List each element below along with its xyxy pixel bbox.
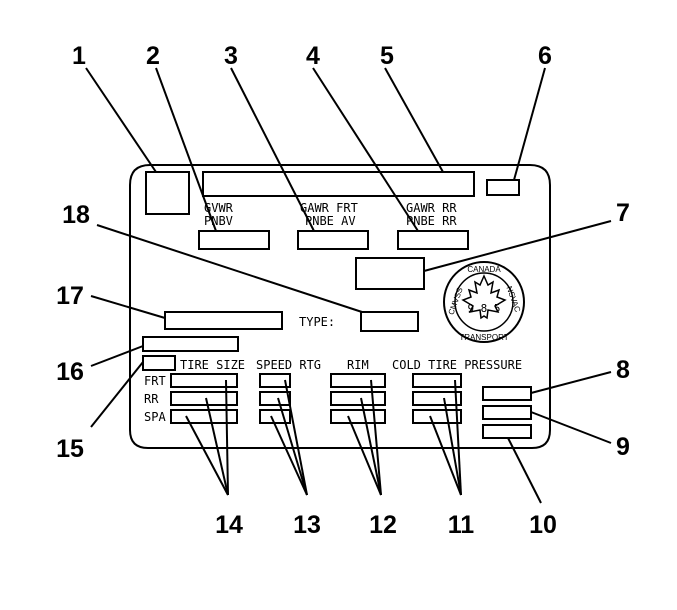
seal-cmvss-text: CMVSS — [447, 286, 465, 316]
rr-row-label: RR — [144, 392, 159, 406]
pressure-rr-box — [412, 391, 462, 406]
gawr-frt-box — [297, 230, 369, 250]
frt-row-label: FRT — [144, 374, 166, 388]
callout-2: 2 — [146, 42, 160, 70]
label-outline — [129, 164, 551, 449]
seal-transport-text: TRANSPORT — [459, 333, 508, 342]
speed-rtg-rr-box — [259, 391, 291, 406]
gvwr-label: GVWR — [204, 201, 234, 215]
seal-inner-ring — [454, 272, 514, 332]
manufacturer-box — [202, 171, 475, 197]
vin-box — [355, 257, 425, 290]
rim-header: RIM — [347, 358, 369, 372]
callout-11: 11 — [448, 511, 475, 539]
speed-rtg-header: SPEED RTG — [256, 358, 321, 372]
date-box — [486, 179, 520, 196]
callout-14: 14 — [215, 511, 243, 539]
pnbe-rr-label: PNBE RR — [406, 214, 457, 228]
speed-rtg-frt-box — [259, 373, 291, 388]
tire-info-header-box — [142, 336, 239, 352]
callout-9: 9 — [616, 433, 630, 461]
callout-4: 4 — [306, 42, 320, 70]
logo-box — [145, 171, 190, 215]
seal-outer-ring — [443, 261, 525, 343]
maple-leaf-icon — [461, 274, 507, 320]
gvwr-box — [198, 230, 270, 250]
type-box — [360, 311, 419, 332]
right-box-2 — [482, 405, 532, 420]
seal-canada-text: CANADA — [467, 265, 501, 274]
tire-size-header: TIRE SIZE — [180, 358, 245, 372]
pnbe-av-label: PNBE AV — [305, 214, 356, 228]
small-header-box — [142, 355, 176, 371]
callout-16: 16 — [56, 358, 84, 386]
callout-17: 17 — [56, 282, 84, 310]
pressure-spa-box — [412, 409, 462, 424]
callout-12: 12 — [369, 511, 397, 539]
vehicle-id-box — [164, 311, 283, 330]
seal-nsvac-text: NSVAC — [505, 285, 523, 314]
callout-3: 3 — [224, 42, 238, 70]
tire-size-rr-box — [170, 391, 238, 406]
callout-8: 8 — [616, 356, 630, 384]
callout-5: 5 — [380, 42, 394, 70]
seal-number: 9 8 5 — [467, 302, 500, 315]
callout-6: 6 — [538, 42, 552, 70]
callout-7: 7 — [616, 199, 630, 227]
right-box-1 — [482, 386, 532, 401]
callout-13: 13 — [293, 511, 321, 539]
canada-seal: CANADA TRANSPORT CMVSS NSVAC 9 8 5 — [443, 261, 525, 343]
tire-size-frt-box — [170, 373, 238, 388]
rim-frt-box — [330, 373, 386, 388]
callout-18: 18 — [62, 201, 90, 229]
gawr-frt-label: GAWR FRT — [300, 201, 358, 215]
gawr-rr-box — [397, 230, 469, 250]
type-label: TYPE: — [299, 315, 335, 329]
pressure-frt-box — [412, 373, 462, 388]
spa-row-label: SPA — [144, 410, 166, 424]
cold-tire-pressure-header: COLD TIRE PRESSURE — [392, 358, 522, 372]
callout-1: 1 — [72, 42, 86, 70]
leader-lines — [85, 67, 612, 504]
callout-15: 15 — [56, 435, 84, 463]
rim-rr-box — [330, 391, 386, 406]
pnbv-label: PNBV — [204, 214, 233, 228]
rim-spa-box — [330, 409, 386, 424]
callout-10: 10 — [529, 511, 557, 539]
right-box-3 — [482, 424, 532, 439]
gawr-rr-label: GAWR RR — [406, 201, 457, 215]
